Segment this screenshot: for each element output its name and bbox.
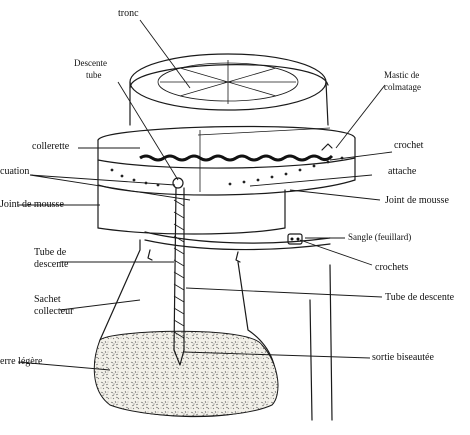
- label-tube-descente-left-2: descente: [34, 259, 69, 270]
- label-descente-tube-2: tube: [86, 70, 102, 80]
- foam-joint: [98, 185, 285, 234]
- label-tronc: tronc: [118, 8, 139, 19]
- label-crochet: crochet: [394, 140, 424, 151]
- label-sortie: sortie biseautée: [372, 352, 434, 363]
- label-fixation: cuation: [0, 166, 29, 177]
- label-sangle: Sangle (feuillard): [348, 232, 411, 242]
- label-sachet-1: Sachet: [34, 294, 61, 305]
- label-tube-descente-right: Tube de descente: [385, 292, 455, 303]
- label-crochets: crochets: [375, 262, 408, 273]
- label-sachet-2: collecteur: [34, 306, 74, 317]
- strap: [145, 232, 330, 262]
- collecting-bag: [94, 240, 278, 417]
- label-joint-mousse-right: Joint de mousse: [385, 195, 449, 206]
- label-joint-mousse-left: Joint de mousse: [0, 199, 64, 210]
- label-descente-tube-1: Descente: [74, 58, 107, 68]
- label-tube-descente-left-1: Tube de: [34, 247, 67, 258]
- label-attache: attache: [388, 166, 417, 177]
- label-mastic-1: Mastic de: [384, 70, 419, 80]
- label-mastic-2: colmatage: [384, 82, 421, 92]
- label-collerette: collerette: [32, 141, 70, 152]
- label-terre-legere: erre légère: [0, 356, 43, 367]
- collar: [98, 126, 355, 195]
